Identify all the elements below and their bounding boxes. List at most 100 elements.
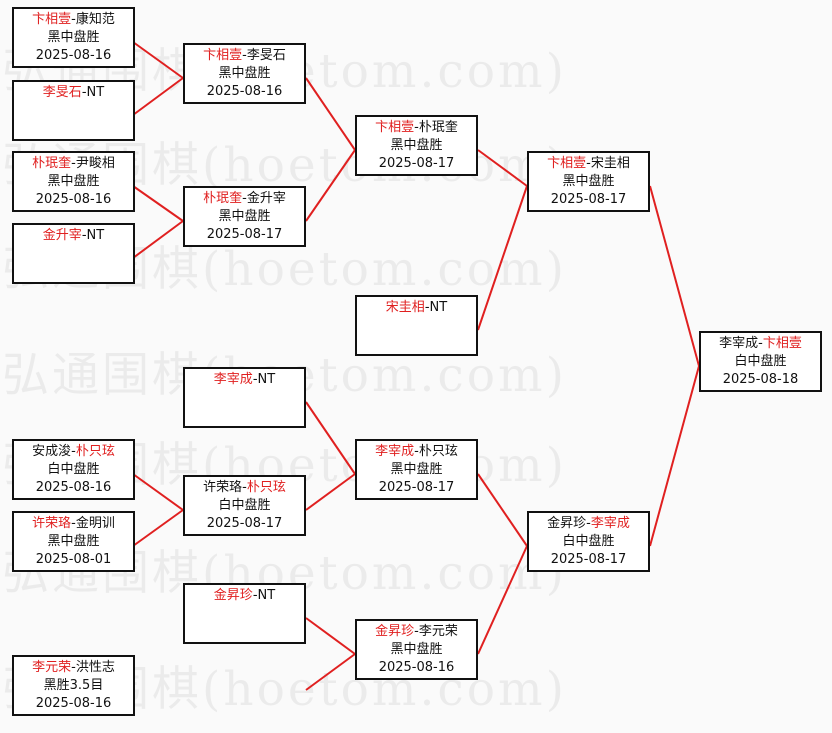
player-separator: -: [758, 336, 763, 351]
player-a: 金昇珍: [547, 516, 587, 531]
match-players: 许荣珞-朴只玹: [185, 479, 304, 497]
match-players: 金昇珍-李宰成: [529, 515, 648, 533]
player-a: 金昇珍: [375, 624, 415, 639]
match-result: 黑中盘胜: [562, 174, 615, 189]
match-result: 白中盘胜: [734, 354, 787, 369]
match-date: 2025-08-16: [206, 84, 283, 99]
match-players: 李元荣-洪性志: [14, 659, 133, 677]
match-players: 金昇珍-李元荣: [357, 623, 476, 641]
player-b: 李旻石: [246, 48, 286, 63]
match-date: 2025-08-16: [378, 660, 455, 675]
player-separator: -: [414, 444, 419, 459]
match-box[interactable]: 金昇珍-NT: [183, 583, 306, 644]
player-a: 金升宰: [42, 228, 82, 243]
match-players: 宋圭相-NT: [357, 299, 476, 317]
match-date: 2025-08-16: [35, 480, 112, 495]
player-b: NT: [257, 372, 276, 387]
player-a: 李元荣: [32, 660, 72, 675]
player-a: 李宰成: [213, 372, 253, 387]
match-box[interactable]: 卞相壹-李旻石黑中盘胜 2025-08-16: [183, 43, 306, 104]
player-separator: -: [71, 516, 76, 531]
match-players: 李旻石-NT: [14, 84, 133, 102]
player-separator: -: [424, 300, 430, 315]
match-box[interactable]: 宋圭相-NT: [355, 295, 478, 356]
match-date: 2025-08-17: [206, 227, 283, 242]
match-result: 白中盘胜: [47, 462, 100, 477]
match-date: 2025-08-16: [35, 48, 112, 63]
player-separator: -: [586, 516, 591, 531]
player-separator: -: [71, 660, 76, 675]
match-result: 黑中盘胜: [47, 174, 100, 189]
player-separator: -: [242, 48, 247, 63]
player-b: 康知范: [75, 12, 115, 27]
player-a: 许荣珞: [32, 516, 72, 531]
match-players: 卞相壹-李旻石: [185, 47, 304, 65]
player-a: 李旻石: [42, 85, 82, 100]
player-b: NT: [429, 300, 448, 315]
match-result: 黑胜3.5目: [43, 678, 104, 693]
match-result: 黑中盘胜: [390, 642, 443, 657]
match-date: 2025-08-01: [35, 552, 112, 567]
match-players: 李宰成-卞相壹: [701, 335, 820, 353]
player-b: 朴只玹: [418, 444, 458, 459]
match-box[interactable]: 许荣珞-朴只玹白中盘胜 2025-08-17: [183, 475, 306, 536]
player-b: 李宰成: [590, 516, 630, 531]
match-box[interactable]: 李旻石-NT: [12, 80, 135, 141]
match-players: 朴珉奎-金升宰: [185, 190, 304, 208]
match-result: 黑中盘胜: [47, 30, 100, 45]
match-box[interactable]: 金升宰-NT: [12, 223, 135, 284]
match-date: 2025-08-16: [35, 696, 112, 711]
match-box[interactable]: 李宰成-卞相壹白中盘胜 2025-08-18: [699, 331, 822, 392]
match-players: 朴珉奎-尹畯相: [14, 155, 133, 173]
match-box[interactable]: 安成浚-朴只玹白中盘胜 2025-08-16: [12, 439, 135, 500]
match-players: 金升宰-NT: [14, 227, 133, 245]
player-separator: -: [71, 444, 76, 459]
player-b: 朴只玹: [246, 480, 286, 495]
match-date: 2025-08-17: [550, 192, 627, 207]
player-separator: -: [414, 120, 419, 135]
match-result: 黑中盘胜: [390, 138, 443, 153]
player-b: 洪性志: [75, 660, 115, 675]
player-b: 金明训: [75, 516, 115, 531]
player-b: NT: [86, 85, 105, 100]
player-b: NT: [86, 228, 105, 243]
player-separator: -: [81, 85, 87, 100]
player-b: 尹畯相: [75, 156, 115, 171]
player-a: 卞相壹: [547, 156, 587, 171]
player-b: 卞相壹: [762, 336, 802, 351]
match-result: 黑中盘胜: [218, 209, 271, 224]
match-box[interactable]: 李宰成-NT: [183, 367, 306, 428]
player-separator: -: [586, 156, 591, 171]
player-b: 朴珉奎: [418, 120, 458, 135]
match-box[interactable]: 朴珉奎-金升宰黑中盘胜 2025-08-17: [183, 186, 306, 247]
player-separator: -: [71, 156, 76, 171]
match-result: 白中盘胜: [218, 498, 271, 513]
match-players: 李宰成-朴只玹: [357, 443, 476, 461]
player-b: NT: [257, 588, 276, 603]
player-a: 李宰成: [375, 444, 415, 459]
match-players: 许荣珞-金明训: [14, 515, 133, 533]
match-date: 2025-08-17: [378, 480, 455, 495]
player-separator: -: [71, 12, 76, 27]
player-b: 李元荣: [418, 624, 458, 639]
player-a: 宋圭相: [385, 300, 425, 315]
match-players: 李宰成-NT: [185, 371, 304, 389]
match-result: 黑中盘胜: [218, 66, 271, 81]
match-date: 2025-08-18: [722, 372, 799, 387]
match-result: 白中盘胜: [562, 534, 615, 549]
player-a: 安成浚: [32, 444, 72, 459]
player-a: 许荣珞: [203, 480, 243, 495]
match-box[interactable]: 金昇珍-李元荣黑中盘胜 2025-08-16: [355, 619, 478, 680]
match-date: 2025-08-17: [206, 516, 283, 531]
match-players: 安成浚-朴只玹: [14, 443, 133, 461]
match-players: 卞相壹-朴珉奎: [357, 119, 476, 137]
